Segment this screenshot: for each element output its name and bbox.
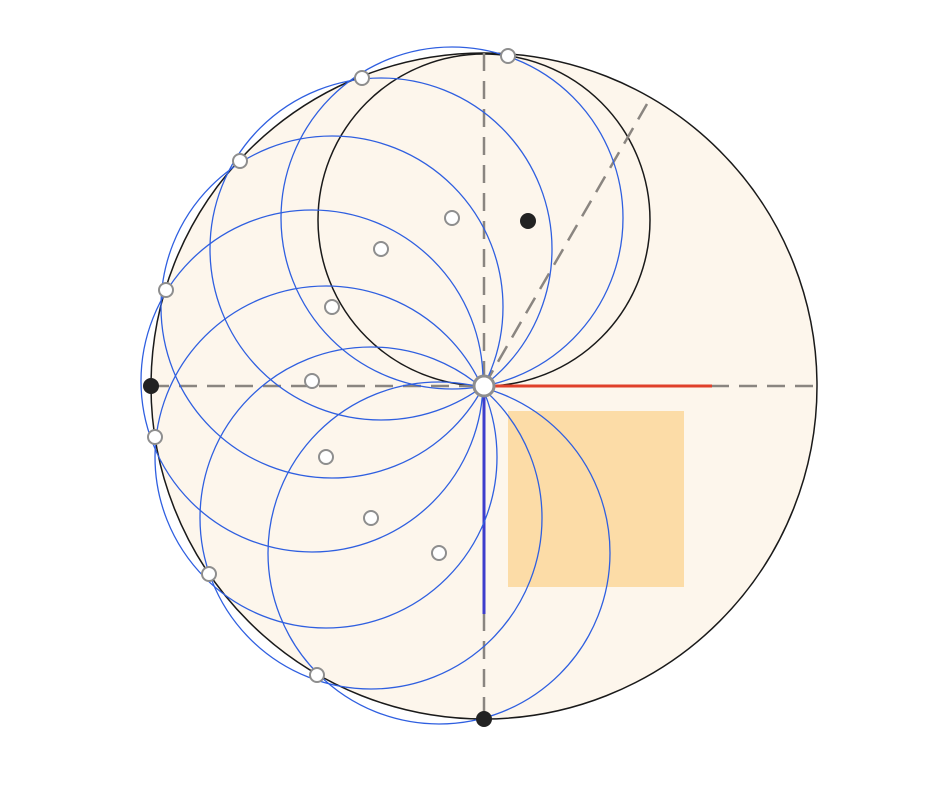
solid-point bbox=[520, 213, 536, 229]
boundary-hollow-points bbox=[147, 48, 516, 683]
hollow-point bbox=[147, 429, 163, 445]
solid-point bbox=[143, 378, 159, 394]
hollow-point bbox=[201, 566, 217, 582]
blue-arc-group bbox=[140, 46, 624, 725]
blue-arc-3 bbox=[160, 135, 504, 479]
inner-hollow-points bbox=[304, 210, 460, 561]
hollow-point bbox=[232, 153, 248, 169]
hollow-point bbox=[431, 545, 447, 561]
hollow-point bbox=[309, 667, 325, 683]
hollow-point bbox=[354, 70, 370, 86]
hollow-point bbox=[158, 282, 174, 298]
hollow-point bbox=[444, 210, 460, 226]
blue-arc-5 bbox=[154, 285, 498, 629]
blue-arc-7 bbox=[267, 381, 611, 725]
blue-arc-2 bbox=[209, 77, 553, 421]
hollow-point bbox=[373, 241, 389, 257]
shaded-square bbox=[508, 411, 684, 587]
hollow-point bbox=[363, 510, 379, 526]
hollow-point bbox=[304, 373, 320, 389]
hollow-point bbox=[324, 299, 340, 315]
hollow-point bbox=[318, 449, 334, 465]
blue-arc-1 bbox=[280, 46, 624, 390]
blue-arc-6 bbox=[199, 346, 543, 690]
solid-point bbox=[476, 711, 492, 727]
center-point bbox=[472, 374, 496, 398]
hollow-point bbox=[500, 48, 516, 64]
